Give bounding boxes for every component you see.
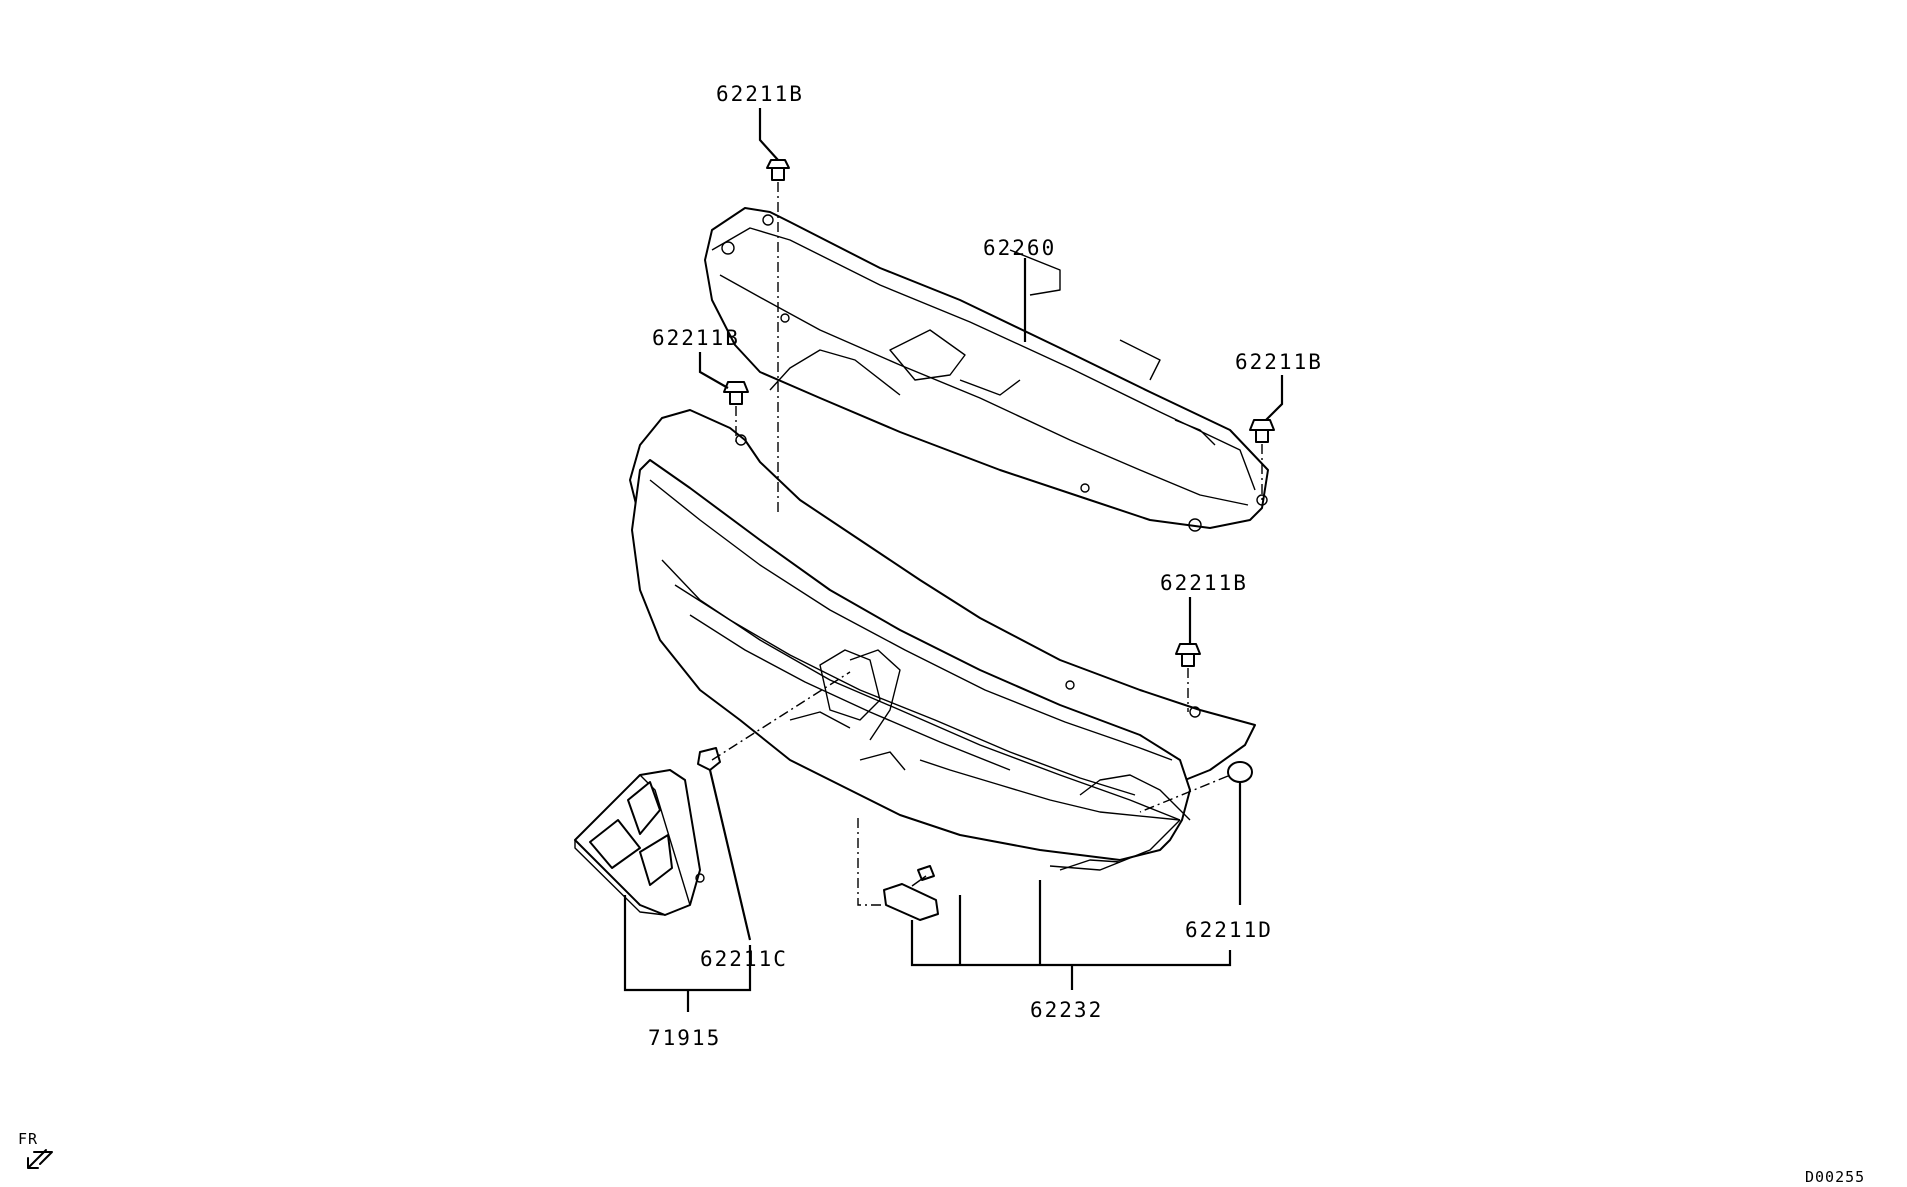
bolt-right-top bbox=[1249, 419, 1275, 443]
grille-bracket bbox=[883, 883, 939, 921]
bolt-right-mid bbox=[1175, 643, 1201, 667]
label-emblem: 71915 bbox=[648, 1026, 722, 1050]
emblem bbox=[574, 769, 705, 916]
leader-lines bbox=[623, 108, 1284, 1012]
label-bolt-left: 62211B bbox=[652, 326, 740, 350]
label-front: FR bbox=[18, 1130, 39, 1148]
grille-screw bbox=[911, 865, 935, 887]
upper-cover-panel bbox=[704, 207, 1269, 532]
label-bolt-right-top: 62211B bbox=[1235, 350, 1323, 374]
label-clip-emblem: 62211C bbox=[700, 947, 788, 971]
assembly-lines bbox=[711, 182, 1263, 906]
bolt-left bbox=[723, 381, 749, 405]
clip-side bbox=[1227, 761, 1253, 783]
label-clip-side: 62211D bbox=[1185, 918, 1273, 942]
label-grille: 62232 bbox=[1030, 998, 1104, 1022]
label-bolt-top: 62211B bbox=[716, 82, 804, 106]
bolt-top bbox=[766, 159, 790, 181]
label-cover: 62260 bbox=[983, 236, 1057, 260]
label-bolt-right-mid: 62211B bbox=[1160, 571, 1248, 595]
clip-emblem bbox=[697, 747, 721, 771]
front-direction-arrow-icon bbox=[27, 1149, 53, 1169]
drawing-id: D00255 bbox=[1805, 1168, 1866, 1186]
radiator-grille bbox=[629, 409, 1256, 871]
